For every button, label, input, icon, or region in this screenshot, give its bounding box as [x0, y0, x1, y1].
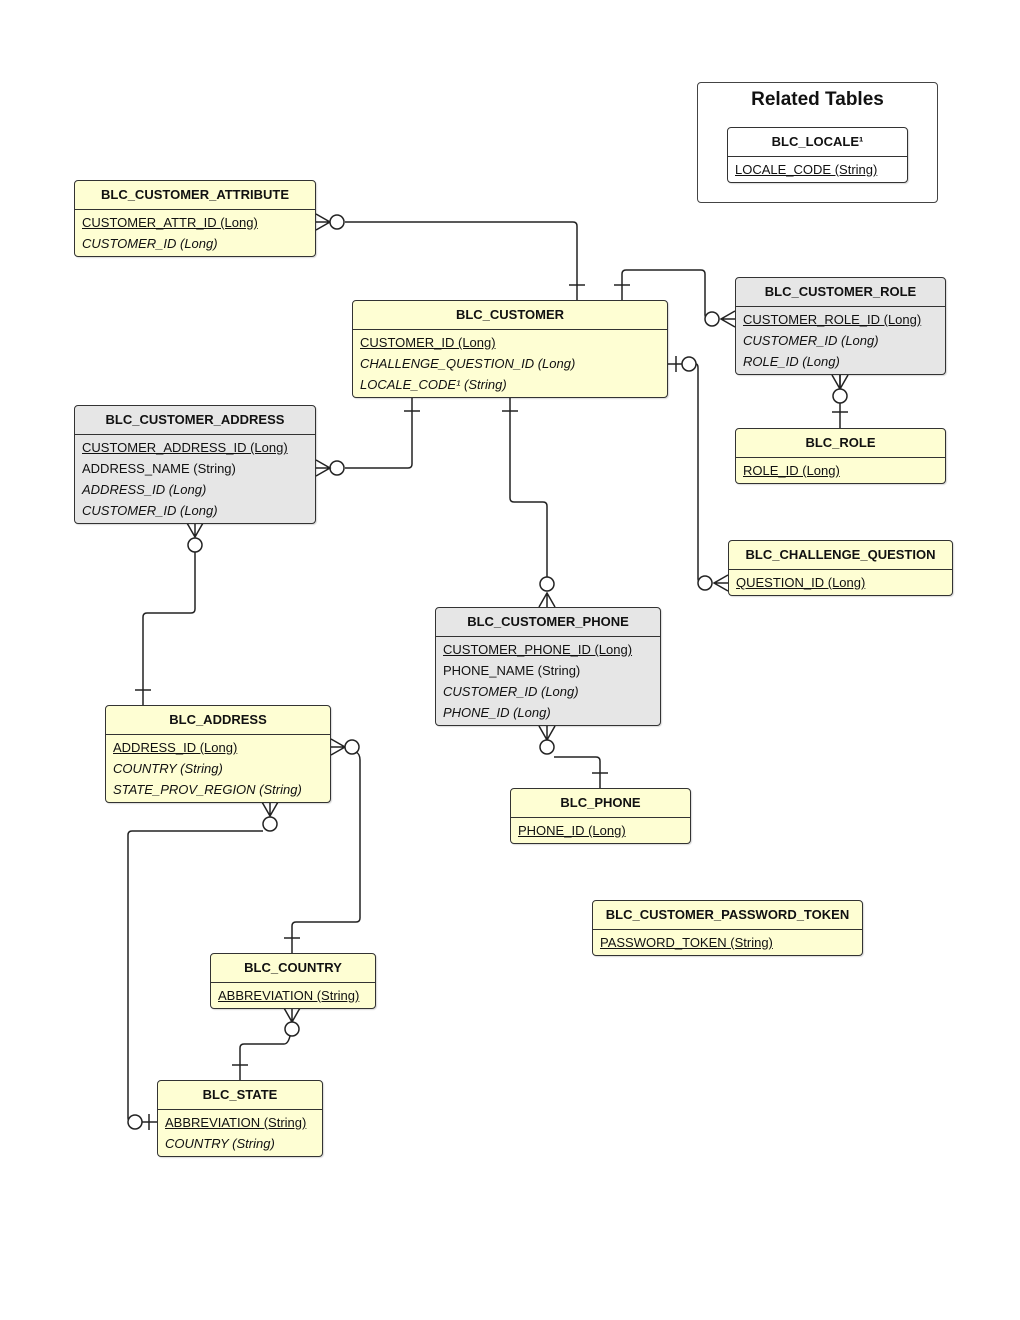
entity-name: BLC_COUNTRY: [211, 954, 375, 983]
entity-field: ROLE_ID (Long): [743, 354, 840, 369]
entity-field: ADDRESS_NAME (String): [82, 461, 236, 476]
entity-field: CUSTOMER_ROLE_ID (Long): [743, 312, 922, 327]
entity-field: CUSTOMER_ATTR_ID (Long): [82, 215, 258, 230]
entity-field: LOCALE_CODE¹ (String): [360, 377, 507, 392]
rel-address-state: [127, 801, 279, 1130]
entity-blc-customer[interactable]: BLC_CUSTOMER CUSTOMER_ID (Long) CHALLENG…: [352, 300, 668, 398]
entity-blc-customer-address[interactable]: BLC_CUSTOMER_ADDRESS CUSTOMER_ADDRESS_ID…: [74, 405, 316, 524]
entity-field: ADDRESS_ID (Long): [82, 482, 207, 497]
rel-customer-address-address: [135, 522, 204, 705]
entity-name: BLC_LOCALE¹: [728, 128, 907, 157]
entity-field: CUSTOMER_ID (Long): [443, 684, 579, 699]
entity-field: COUNTRY (String): [113, 761, 223, 776]
entity-field: ADDRESS_ID (Long): [113, 740, 238, 755]
rel-customer-customer-role: [614, 269, 736, 328]
rel-customer-attribute-customer: [315, 213, 585, 300]
entity-field: CUSTOMER_ID (Long): [82, 236, 218, 251]
entity-blc-challenge-question[interactable]: BLC_CHALLENGE_QUESTION QUESTION_ID (Long…: [728, 540, 953, 596]
entity-field: QUESTION_ID (Long): [736, 575, 866, 590]
entity-blc-customer-password-token[interactable]: BLC_CUSTOMER_PASSWORD_TOKEN PASSWORD_TOK…: [592, 900, 863, 956]
rel-customer-customer-address: [315, 397, 420, 477]
entity-field: LOCALE_CODE (String): [735, 162, 878, 177]
related-tables-title: Related Tables: [751, 89, 884, 110]
entity-name: BLC_CUSTOMER_PASSWORD_TOKEN: [593, 901, 862, 930]
entity-name: BLC_CUSTOMER_ROLE: [736, 278, 945, 307]
entity-name: BLC_ADDRESS: [106, 706, 330, 735]
rel-customer-phone-phone: [538, 725, 608, 788]
entity-field: CUSTOMER_ID (Long): [743, 333, 879, 348]
related-tables-panel: Related Tables BLC_LOCALE¹ LOCALE_CODE (…: [697, 82, 938, 203]
entity-field: PASSWORD_TOKEN (String): [600, 935, 773, 950]
entity-name: BLC_ROLE: [736, 429, 945, 458]
entity-name: BLC_STATE: [158, 1081, 322, 1110]
entity-field: CUSTOMER_ADDRESS_ID (Long): [82, 440, 288, 455]
entity-blc-customer-phone[interactable]: BLC_CUSTOMER_PHONE CUSTOMER_PHONE_ID (Lo…: [435, 607, 661, 726]
entity-name: BLC_CUSTOMER: [353, 301, 667, 330]
entity-name: BLC_PHONE: [511, 789, 690, 818]
entity-blc-phone[interactable]: BLC_PHONE PHONE_ID (Long): [510, 788, 691, 844]
entity-name: BLC_CUSTOMER_PHONE: [436, 608, 660, 637]
entity-field: ABBREVIATION (String): [165, 1115, 307, 1130]
entity-field: ABBREVIATION (String): [218, 988, 360, 1003]
entity-blc-country[interactable]: BLC_COUNTRY ABBREVIATION (String): [210, 953, 376, 1009]
entity-name: BLC_CHALLENGE_QUESTION: [729, 541, 952, 570]
rel-customer-customer-phone: [502, 397, 556, 608]
entity-field: CHALLENGE_QUESTION_ID (Long): [360, 356, 576, 371]
rel-country-state: [232, 1007, 301, 1080]
entity-blc-role[interactable]: BLC_ROLE ROLE_ID (Long): [735, 428, 946, 484]
entity-blc-address[interactable]: BLC_ADDRESS ADDRESS_ID (Long) COUNTRY (S…: [105, 705, 331, 803]
entity-blc-locale[interactable]: BLC_LOCALE¹ LOCALE_CODE (String): [727, 127, 908, 183]
entity-field: PHONE_ID (Long): [443, 705, 551, 720]
entity-blc-customer-role[interactable]: BLC_CUSTOMER_ROLE CUSTOMER_ROLE_ID (Long…: [735, 277, 946, 375]
rel-role-customer-role: [831, 374, 849, 428]
entity-blc-state[interactable]: BLC_STATE ABBREVIATION (String) COUNTRY …: [157, 1080, 323, 1157]
entity-name: BLC_CUSTOMER_ADDRESS: [75, 406, 315, 435]
entity-name: BLC_CUSTOMER_ATTRIBUTE: [75, 181, 315, 210]
entity-field: STATE_PROV_REGION (String): [113, 782, 302, 797]
entity-blc-customer-attribute[interactable]: BLC_CUSTOMER_ATTRIBUTE CUSTOMER_ATTR_ID …: [74, 180, 316, 257]
entity-field: CUSTOMER_ID (Long): [82, 503, 218, 518]
rel-customer-challenge-question: [667, 356, 729, 592]
entity-field: PHONE_NAME (String): [443, 663, 581, 678]
entity-field: ROLE_ID (Long): [743, 463, 840, 478]
entity-field: PHONE_ID (Long): [518, 823, 626, 838]
entity-field: COUNTRY (String): [165, 1136, 275, 1151]
entity-field: CUSTOMER_PHONE_ID (Long): [443, 642, 633, 657]
entity-field: CUSTOMER_ID (Long): [360, 335, 496, 350]
rel-address-country: [284, 738, 361, 953]
